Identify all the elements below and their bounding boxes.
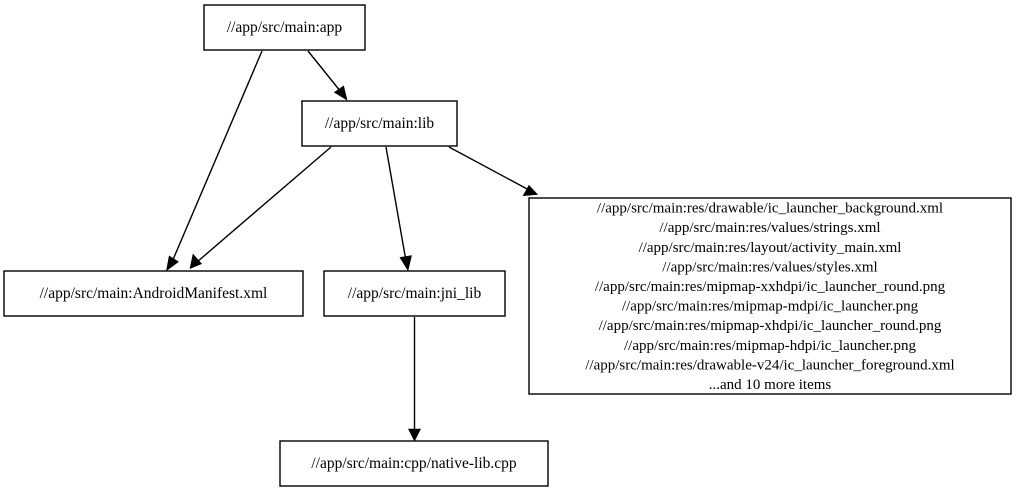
node-layer: //app/src/main:app //app/src/main:lib //…: [3, 4, 1012, 487]
resource-line: //app/src/main:res/values/strings.xml: [659, 220, 880, 236]
edge-app-to-manifest: [166, 50, 263, 272]
arrowhead-icon: [399, 255, 412, 272]
node-box[interactable]: [203, 4, 366, 51]
resource-line: //app/src/main:res/drawable-v24/ic_launc…: [585, 357, 954, 373]
node-box[interactable]: [279, 440, 549, 487]
node-box[interactable]: [301, 100, 458, 147]
node-label: //app/src/main:lib: [325, 115, 435, 132]
edge-line: [196, 146, 332, 263]
resource-line: //app/src/main:res/mipmap-xxhdpi/ic_laun…: [595, 279, 946, 295]
arrowhead-icon: [408, 428, 421, 442]
edge-app-to-lib: [307, 50, 348, 101]
edge-jni-lib-to-native-lib: [408, 317, 421, 442]
resource-line: //app/src/main:res/mipmap-hdpi/ic_launch…: [624, 338, 917, 354]
resource-line: //app/src/main:res/mipmap-mdpi/ic_launch…: [622, 299, 919, 315]
node-jni-lib[interactable]: //app/src/main:jni_lib: [323, 270, 506, 317]
edge-lib-to-jni-lib: [385, 146, 412, 272]
node-label: //app/src/main:app: [227, 19, 343, 36]
resource-line: //app/src/main:res/values/styles.xml: [662, 259, 877, 275]
edge-lib-to-resources: [448, 146, 539, 197]
resource-line: //app/src/main:res/layout/activity_main.…: [639, 240, 902, 256]
arrowhead-icon: [166, 255, 179, 272]
arrowhead-icon: [189, 253, 203, 269]
node-lib[interactable]: //app/src/main:lib: [301, 100, 458, 147]
node-resources[interactable]: //app/src/main:res/drawable/ic_launcher_…: [528, 197, 1012, 395]
resource-line: //app/src/main:res/drawable/ic_launcher_…: [597, 201, 943, 217]
arrowhead-icon: [522, 184, 539, 197]
node-android-manifest[interactable]: //app/src/main:AndroidManifest.xml: [3, 270, 304, 317]
node-native-lib-cpp[interactable]: //app/src/main:cpp/native-lib.cpp: [279, 440, 549, 487]
node-box[interactable]: [323, 270, 506, 317]
edge-layer: [166, 50, 539, 442]
node-label: //app/src/main:AndroidManifest.xml: [40, 285, 268, 302]
edge-line: [171, 50, 263, 263]
node-label: //app/src/main:cpp/native-lib.cpp: [311, 455, 517, 472]
node-box[interactable]: [3, 270, 304, 317]
resource-line: ...and 10 more items: [709, 377, 832, 393]
node-label: //app/src/main:jni_lib: [348, 285, 482, 302]
node-box[interactable]: [528, 197, 1012, 395]
edge-line: [307, 50, 342, 93]
resource-line: //app/src/main:res/mipmap-xhdpi/ic_launc…: [599, 318, 942, 334]
edge-lib-to-manifest: [189, 146, 332, 269]
node-app[interactable]: //app/src/main:app: [203, 4, 366, 51]
arrowhead-icon: [333, 85, 348, 101]
edge-line: [385, 146, 407, 262]
edge-line: [448, 146, 530, 191]
